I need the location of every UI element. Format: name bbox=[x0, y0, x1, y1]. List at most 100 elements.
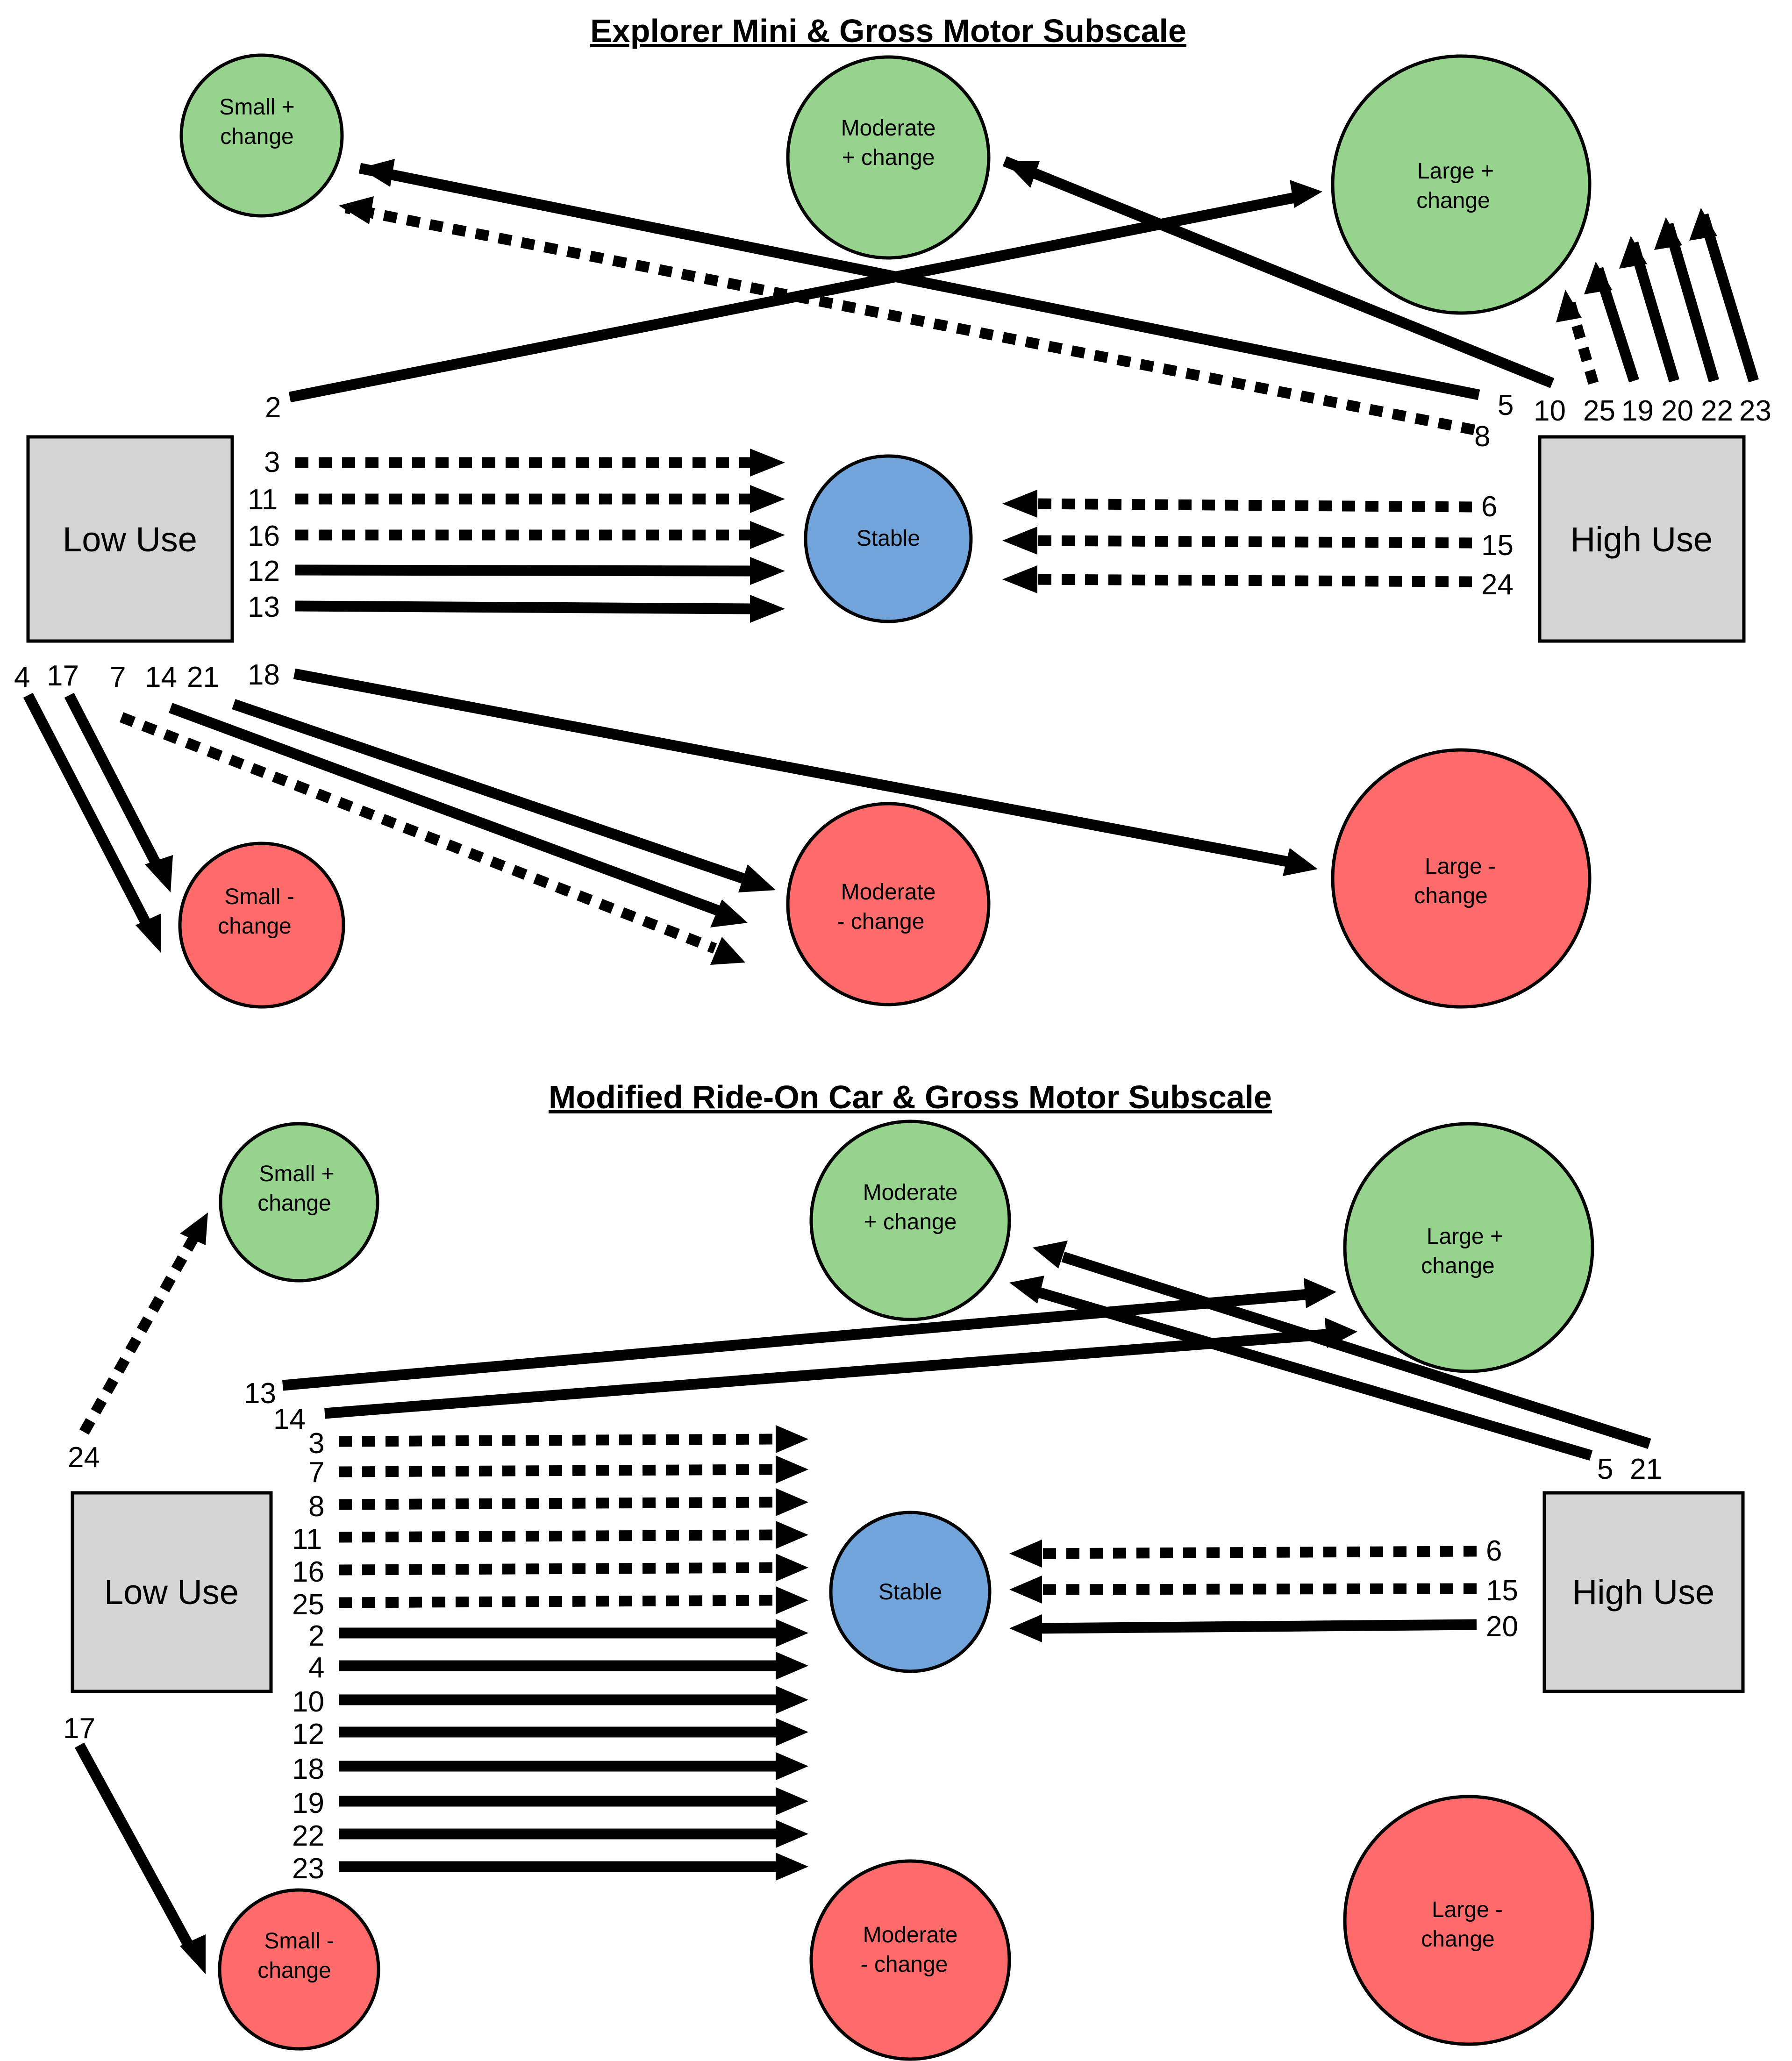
panel-title: Explorer Mini & Gross Motor Subscale bbox=[590, 13, 1186, 49]
arrow-14 bbox=[169, 703, 721, 916]
node-small-negative bbox=[218, 1888, 380, 2051]
arrowhead bbox=[776, 1455, 808, 1483]
number-label: 6 bbox=[1486, 1535, 1502, 1567]
low-use-label: Low Use bbox=[63, 520, 197, 559]
arrowhead bbox=[776, 1787, 808, 1815]
arrow-11 bbox=[338, 1529, 776, 1543]
arrow-4 bbox=[23, 692, 155, 933]
arrowhead bbox=[1009, 1540, 1042, 1568]
arrow-21 bbox=[232, 699, 745, 884]
arrow-5 bbox=[1035, 1286, 1593, 1461]
arrow-6 bbox=[1028, 498, 1472, 513]
node-stable bbox=[829, 1511, 992, 1673]
number-label: 11 bbox=[292, 1523, 322, 1555]
number-label: 2 bbox=[308, 1620, 324, 1652]
number-label: 13 bbox=[244, 1377, 276, 1410]
number-label: 12 bbox=[292, 1718, 324, 1750]
arrow-22 bbox=[1663, 222, 1720, 383]
number-label: 5 bbox=[1498, 389, 1514, 421]
arrowhead bbox=[1005, 161, 1040, 188]
number-label: 15 bbox=[1481, 529, 1514, 562]
node-large-positive bbox=[1343, 1122, 1594, 1373]
node-moderate-positive-label: Moderate+ change bbox=[841, 116, 936, 170]
number-label: 24 bbox=[68, 1441, 100, 1474]
node-stable-label: Stable bbox=[878, 1580, 942, 1605]
arrowhead bbox=[776, 1619, 808, 1647]
node-large-negative-label: Large -change bbox=[1421, 1897, 1503, 1952]
arrow-5 bbox=[358, 163, 1480, 400]
arrowhead bbox=[776, 1752, 808, 1780]
number-label: 3 bbox=[308, 1427, 324, 1460]
arrowhead bbox=[776, 1521, 808, 1549]
node-moderate-positive bbox=[809, 1120, 1011, 1321]
arrow-14 bbox=[324, 1328, 1332, 1419]
number-label: 22 bbox=[292, 1820, 324, 1852]
panel-ride-on-car: Modified Ride-On Car & Gross Motor Subsc… bbox=[63, 1079, 1745, 2061]
number-label: 8 bbox=[1474, 421, 1490, 453]
arrowhead bbox=[1689, 208, 1717, 241]
node-small-positive-label: Small +change bbox=[219, 95, 294, 149]
node-small-positive bbox=[179, 53, 344, 218]
arrow-16 bbox=[338, 1562, 776, 1576]
number-label: 7 bbox=[110, 661, 126, 693]
number-label: 16 bbox=[248, 520, 280, 552]
low-use-box bbox=[71, 1491, 273, 1693]
arrowhead bbox=[136, 913, 161, 953]
arrowhead bbox=[1002, 490, 1037, 518]
arrowhead bbox=[1283, 848, 1318, 876]
arrowhead bbox=[750, 595, 785, 623]
number-label: 20 bbox=[1661, 395, 1693, 427]
high-use-box bbox=[1542, 1491, 1745, 1693]
node-small-positive-label: Small +change bbox=[257, 1162, 334, 1216]
node-moderate-negative bbox=[786, 802, 991, 1006]
number-label: 3 bbox=[264, 446, 280, 478]
number-label: 25 bbox=[292, 1589, 324, 1621]
arrow-7 bbox=[119, 712, 717, 954]
number-label: 10 bbox=[1534, 395, 1566, 427]
number-label: 17 bbox=[63, 1712, 95, 1745]
arrowhead bbox=[776, 1652, 808, 1680]
arrowhead bbox=[1325, 1318, 1357, 1348]
node-large-positive bbox=[1331, 54, 1592, 315]
node-moderate-positive-label: Moderate+ change bbox=[863, 1180, 958, 1234]
node-small-negative bbox=[178, 842, 345, 1009]
arrow-24 bbox=[1028, 574, 1472, 587]
number-label: 17 bbox=[47, 660, 79, 692]
number-label: 18 bbox=[292, 1753, 324, 1785]
node-moderate-negative-label: Moderate- change bbox=[837, 880, 936, 934]
arrow-13 bbox=[295, 600, 753, 614]
node-large-positive-label: Large +change bbox=[1421, 1224, 1503, 1278]
arrow-25 bbox=[338, 1595, 776, 1608]
number-label: 16 bbox=[292, 1556, 324, 1588]
participant-numbers: 24 13 14 5 21 3 7 8 11 16 25 2 4 10 12 1… bbox=[63, 1377, 1662, 1885]
arrowhead bbox=[1002, 565, 1037, 593]
arrows bbox=[23, 156, 1759, 954]
arrow-17 bbox=[74, 1742, 197, 1954]
participant-numbers: 2 5 8 10 25 19 20 22 23 3 11 16 12 13 6 … bbox=[14, 389, 1771, 693]
node-stable-label: Stable bbox=[857, 526, 920, 551]
number-label: 4 bbox=[14, 661, 30, 693]
arrowhead bbox=[738, 864, 776, 892]
number-label: 4 bbox=[308, 1652, 324, 1684]
arrowhead bbox=[776, 1554, 808, 1582]
number-label: 6 bbox=[1481, 491, 1497, 523]
arrow-21 bbox=[1061, 1252, 1651, 1449]
arrow-13 bbox=[282, 1289, 1309, 1391]
arrowhead bbox=[776, 1853, 808, 1881]
number-label: 14 bbox=[145, 661, 177, 693]
arrowhead bbox=[339, 196, 374, 224]
number-label: 8 bbox=[308, 1490, 324, 1523]
arrowheads bbox=[136, 159, 1717, 965]
arrowhead bbox=[776, 1820, 808, 1848]
arrowhead bbox=[1002, 527, 1037, 555]
arrowhead bbox=[776, 1686, 808, 1714]
number-label: 24 bbox=[1481, 569, 1514, 601]
number-label: 2 bbox=[265, 392, 281, 424]
number-label: 21 bbox=[1630, 1453, 1662, 1485]
arrow-15 bbox=[1028, 535, 1472, 549]
number-label: 19 bbox=[292, 1787, 324, 1819]
number-label: 14 bbox=[273, 1403, 306, 1435]
arrow-24 bbox=[79, 1231, 201, 1435]
node-large-negative bbox=[1343, 1795, 1594, 2046]
arrow-10 bbox=[1002, 156, 1555, 388]
